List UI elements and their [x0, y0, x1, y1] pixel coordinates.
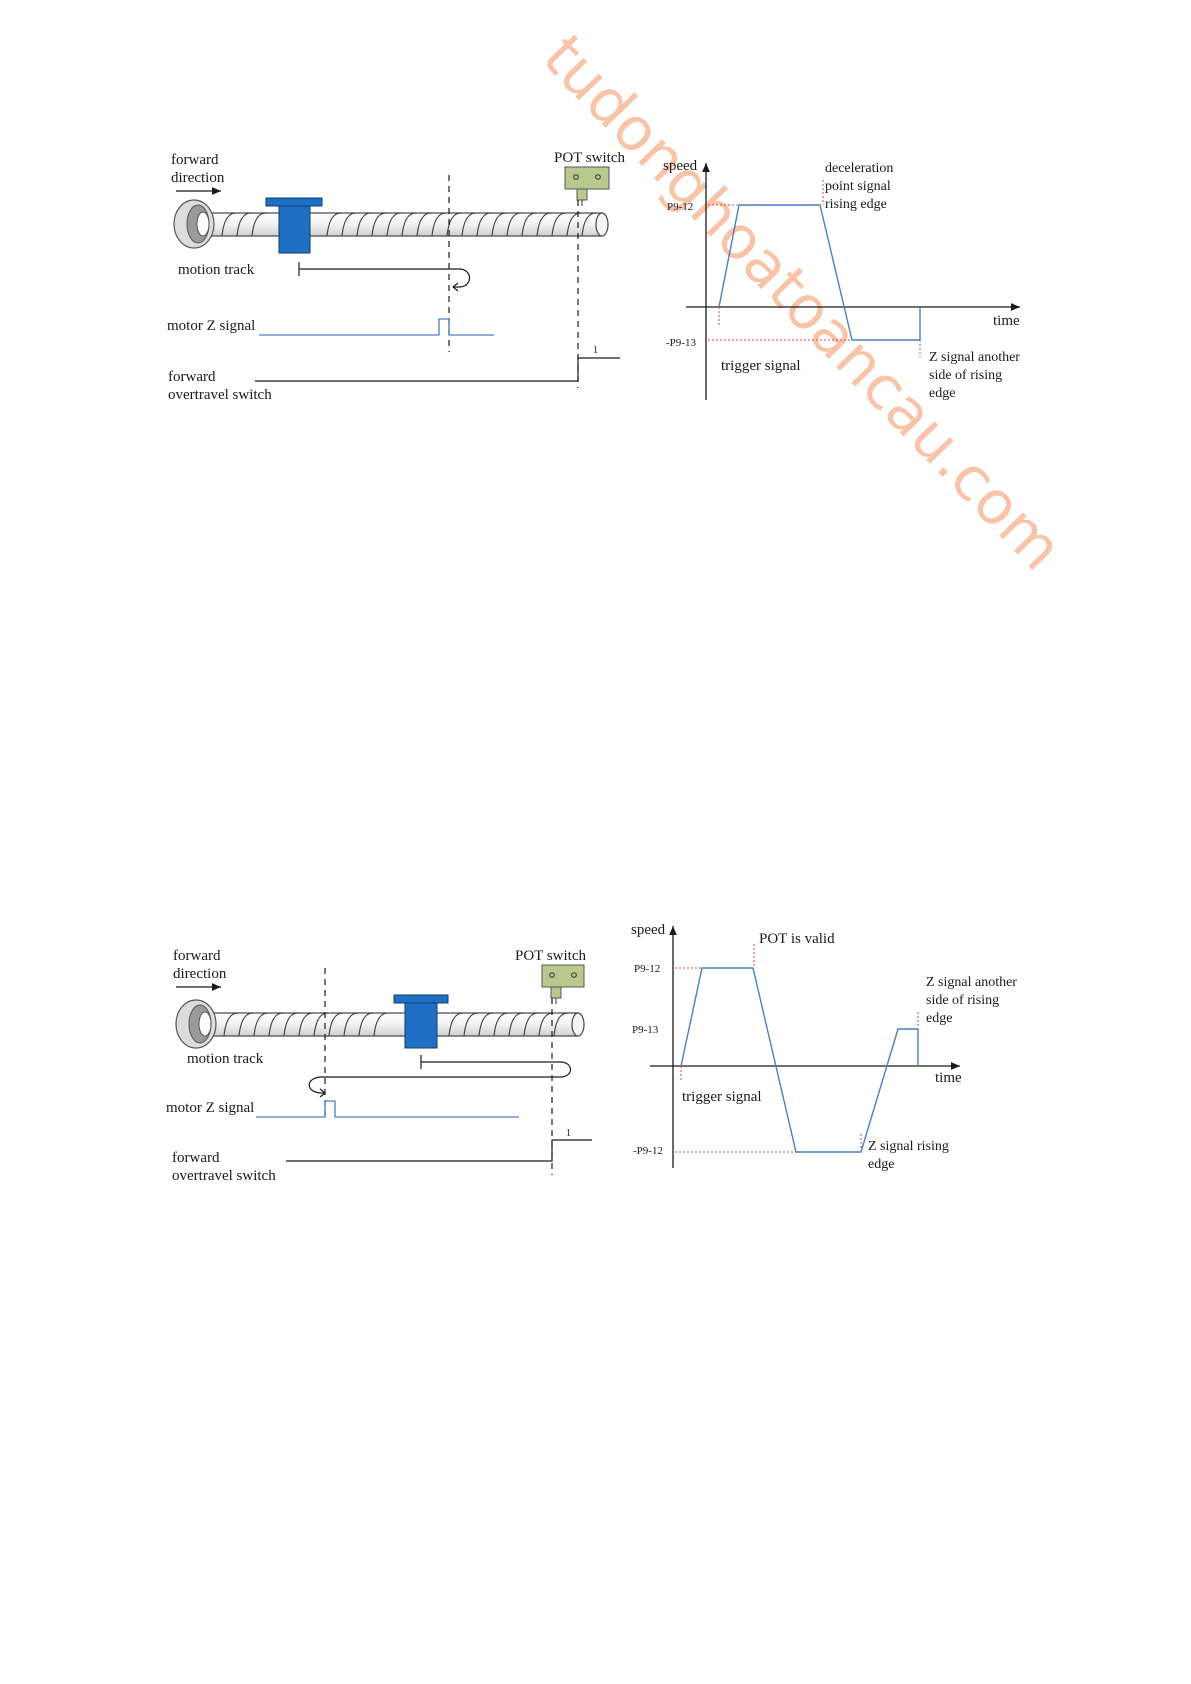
screw-thread: [358, 1012, 374, 1037]
bottom-z-another-line3: edge: [926, 1011, 952, 1026]
screw-thread: [341, 212, 357, 237]
screw-thread: [506, 212, 522, 237]
screw-thread: [566, 212, 582, 237]
screw-thread: [373, 1012, 389, 1037]
screw-thread: [476, 212, 492, 237]
bottom-neg-p912-label: -P9-12: [633, 1145, 663, 1157]
top-pot-switch-icon: [564, 166, 610, 206]
screw-thread: [551, 212, 567, 237]
screw-thread: [283, 1012, 299, 1037]
screw-thread: [223, 1012, 239, 1037]
bottom-level-one: 1: [566, 1128, 571, 1139]
screw-thread: [463, 1012, 479, 1037]
top-overtravel-line1: forward: [168, 369, 216, 385]
screw-thread: [326, 212, 342, 237]
screw-thread: [491, 212, 507, 237]
top-p912-label: P9-12: [667, 201, 693, 213]
screw-thread: [386, 212, 402, 237]
bottom-time-axis-label: time: [935, 1070, 962, 1086]
bottom-p913-label: P9-13: [632, 1024, 659, 1036]
screw-thread: [416, 212, 432, 237]
top-homing-diagram: forward direction POT switch: [167, 150, 1020, 403]
screw-thread: [251, 212, 267, 237]
top-overtravel-line2: overtravel switch: [168, 387, 272, 403]
bottom-z-another-line1: Z signal another: [926, 975, 1017, 990]
top-time-axis-label: time: [993, 313, 1020, 329]
bottom-overtravel-waveform: [286, 1139, 592, 1162]
bottom-homing-diagram: forward direction POT switch motion trac…: [166, 922, 1017, 1184]
bottom-overtravel-line1: forward: [172, 1150, 220, 1166]
bottom-overtravel-line2: overtravel switch: [172, 1168, 276, 1184]
top-trigger-signal-label: trigger signal: [721, 358, 801, 374]
screw-thread: [238, 1012, 254, 1037]
top-z-another-line1: Z signal another: [929, 350, 1020, 365]
bottom-motor-z-label: motor Z signal: [166, 1100, 254, 1116]
screw-thread: [523, 1012, 539, 1037]
top-speed-graph: speed time P9-12 -P9-13 deceleration poi…: [663, 158, 1020, 401]
screw-thread: [313, 1012, 329, 1037]
bottom-pot-valid-label: POT is valid: [759, 931, 835, 947]
top-overtravel-waveform: [255, 357, 620, 382]
bottom-motion-track-label: motion track: [187, 1051, 264, 1067]
watermark-text: tudonghoatoancau.com: [529, 22, 1075, 584]
top-forward-direction-line1: forward: [171, 152, 219, 168]
bottom-motor-z-waveform: [256, 1100, 519, 1118]
screw-thread: [478, 1012, 494, 1037]
top-motor-z-waveform: [259, 318, 494, 336]
bottom-speed-graph: speed time P9-12 P9-13 -P9-12 POT is val…: [631, 922, 1017, 1172]
screw-thread: [221, 212, 237, 237]
screw-thread: [431, 212, 447, 237]
bottom-forward-direction-line1: forward: [173, 948, 221, 964]
bottom-pot-switch-icon: [541, 964, 585, 1004]
screw-thread: [298, 1012, 314, 1037]
screw-thread: [401, 212, 417, 237]
screw-thread: [461, 212, 477, 237]
top-z-another-line2: side of rising: [929, 368, 1002, 383]
bottom-trigger-signal-label: trigger signal: [682, 1089, 762, 1105]
bottom-pot-switch-label: POT switch: [515, 948, 586, 964]
screw-thread: [268, 1012, 284, 1037]
top-motor-z-label: motor Z signal: [167, 318, 255, 334]
screw-thread: [371, 212, 387, 237]
top-neg-p913-label: -P9-13: [666, 337, 696, 349]
bottom-z-rising-line2: edge: [868, 1157, 894, 1172]
screw-thread: [493, 1012, 509, 1037]
bottom-z-another-line2: side of rising: [926, 993, 999, 1008]
screw-thread: [446, 212, 462, 237]
screw-thread: [448, 1012, 464, 1037]
top-decel-line2: point signal: [825, 179, 891, 194]
screw-thread: [328, 1012, 344, 1037]
screw-thread: [536, 212, 552, 237]
top-speed-profile: [718, 204, 921, 341]
top-speed-axis-label: speed: [663, 158, 698, 174]
bottom-p912-label: P9-12: [634, 963, 660, 975]
screw-thread: [236, 212, 252, 237]
top-level-one: 1: [593, 345, 598, 356]
top-decel-line1: deceleration: [825, 161, 893, 176]
screw-thread: [253, 1012, 269, 1037]
screw-thread: [521, 212, 537, 237]
screw-thread: [343, 1012, 359, 1037]
screw-thread: [581, 212, 597, 237]
top-motion-track-label: motion track: [178, 262, 255, 278]
top-z-another-line3: edge: [929, 386, 955, 401]
bottom-ball-screw: [175, 999, 585, 1049]
top-pot-switch-label: POT switch: [554, 150, 625, 166]
top-decel-line3: rising edge: [825, 197, 887, 212]
screw-thread: [356, 212, 372, 237]
top-ball-screw: [173, 199, 609, 249]
screw-thread: [508, 1012, 524, 1037]
bottom-speed-axis-label: speed: [631, 922, 666, 938]
top-motion-track-path: [298, 262, 471, 292]
bottom-forward-direction-line2: direction: [173, 966, 227, 982]
bottom-slider-block: [393, 994, 449, 1049]
top-forward-direction-line2: direction: [171, 170, 225, 186]
bottom-motion-track-path: [308, 1055, 572, 1098]
top-slider-block: [265, 197, 323, 254]
screw-thread: [553, 1012, 569, 1037]
bottom-z-rising-line1: Z signal rising: [868, 1139, 949, 1154]
bottom-speed-profile: [680, 967, 919, 1153]
